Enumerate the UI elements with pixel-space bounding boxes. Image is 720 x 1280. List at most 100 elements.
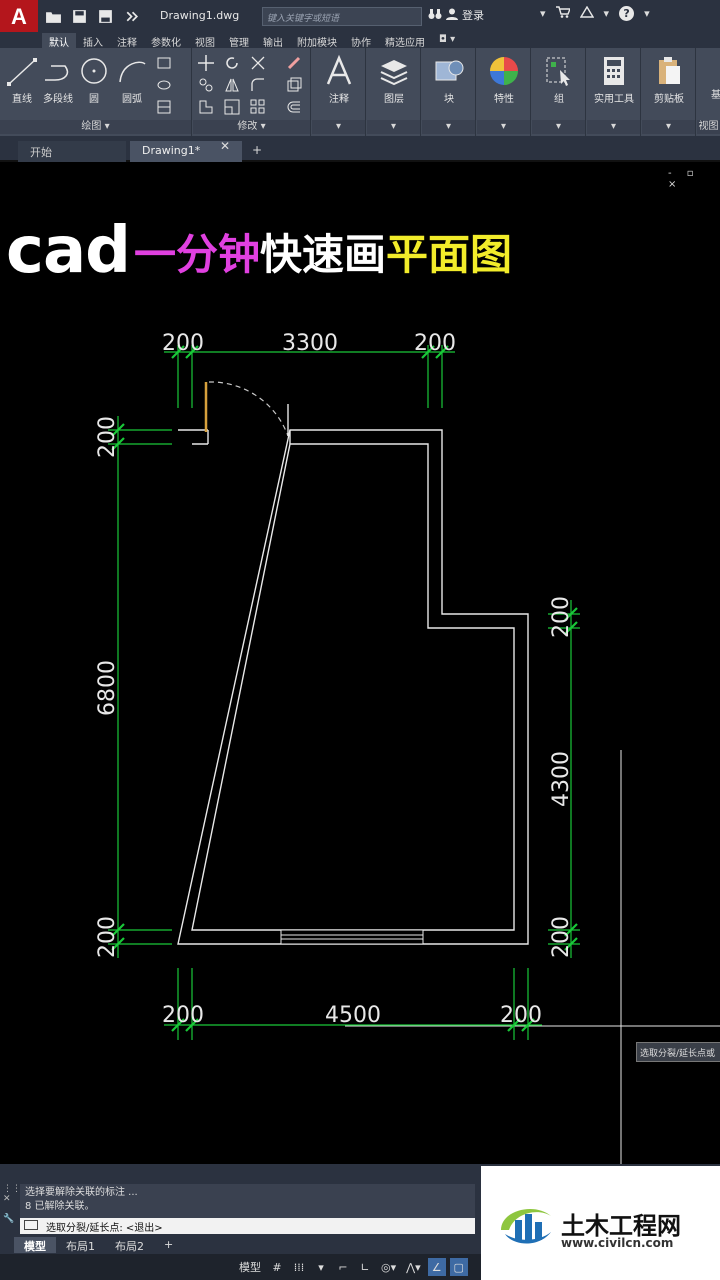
dim-top-right: 200 bbox=[414, 331, 456, 356]
utilities-button[interactable]: 实用工具 bbox=[592, 48, 636, 105]
group-button[interactable]: 组 bbox=[537, 48, 581, 105]
command-input[interactable]: 选取分裂/延长点: <退出> bbox=[20, 1218, 475, 1234]
move-icon[interactable] bbox=[197, 54, 215, 72]
grid-icon[interactable]: # bbox=[272, 1260, 282, 1274]
polyline-tool-button[interactable]: 多段线 bbox=[36, 48, 80, 105]
save-icon[interactable] bbox=[68, 5, 90, 27]
chevron-down-icon[interactable]: ▾ bbox=[312, 120, 365, 134]
viewport-controls[interactable]: - ▫ × bbox=[668, 168, 700, 190]
isometric-icon[interactable]: ⋀▾ bbox=[406, 1260, 421, 1274]
object-snap-tracking-icon[interactable]: ∠ bbox=[427, 1258, 446, 1276]
chevron-down-icon[interactable]: ▾ bbox=[642, 120, 695, 134]
chevron-down-icon[interactable]: ▾ bbox=[603, 7, 610, 20]
outer-wall bbox=[177, 429, 529, 945]
model-space-button[interactable]: 模型 bbox=[239, 1261, 261, 1274]
view-panel: 基 视图 bbox=[697, 90, 720, 134]
tab-layout2[interactable]: 布局2 bbox=[115, 1240, 144, 1253]
tab-featured-apps[interactable]: 精选应用 bbox=[385, 38, 425, 49]
layers-button[interactable]: 图层 bbox=[372, 48, 416, 105]
arc-icon bbox=[119, 61, 146, 83]
group-icon bbox=[546, 57, 570, 86]
open-file-icon[interactable] bbox=[42, 5, 64, 27]
command-history-line: 8 已解除关联。 bbox=[25, 1201, 95, 1212]
erase-icon[interactable] bbox=[285, 54, 303, 72]
command-tooltip: 选取分裂/延长点或 bbox=[636, 1042, 720, 1062]
save-as-icon[interactable] bbox=[94, 5, 116, 27]
login-label[interactable]: 登录 bbox=[462, 9, 484, 22]
explode-icon[interactable] bbox=[285, 76, 303, 94]
tab-default[interactable]: 默认 bbox=[42, 33, 76, 49]
annotation-button[interactable]: 注释 bbox=[317, 48, 361, 105]
line-tool-button[interactable]: 直线 bbox=[0, 48, 44, 105]
chevron-down-icon[interactable]: ▾ bbox=[367, 120, 420, 134]
offset-icon[interactable] bbox=[285, 98, 303, 116]
titlebar-right-tools: ▾ ▾ ? ▾ bbox=[540, 5, 650, 21]
mirror-icon[interactable] bbox=[223, 76, 241, 94]
tab-addins[interactable]: 附加模块 bbox=[297, 38, 337, 49]
headline-part-c: 平面图 bbox=[385, 229, 512, 279]
clipboard-button[interactable]: 剪贴板 bbox=[647, 48, 691, 105]
fillet-icon[interactable] bbox=[249, 76, 267, 94]
chevron-down-icon[interactable]: ▾ bbox=[532, 120, 585, 134]
tab-output[interactable]: 输出 bbox=[263, 38, 283, 49]
properties-button[interactable]: 特性 bbox=[482, 48, 526, 105]
add-layout-icon[interactable]: + bbox=[164, 1238, 174, 1251]
utilities-panel: 实用工具 ▾ bbox=[587, 48, 641, 136]
infer-constraints-icon[interactable]: ⌐ bbox=[338, 1260, 348, 1274]
chevron-down-icon[interactable]: ▾ bbox=[422, 120, 475, 134]
new-tab-icon[interactable]: + bbox=[252, 143, 263, 157]
binoculars-icon[interactable] bbox=[428, 8, 442, 23]
tab-manage[interactable]: 管理 bbox=[229, 38, 249, 49]
tab-drawing1[interactable]: Drawing1* bbox=[130, 141, 242, 162]
tab-layout1[interactable]: 布局1 bbox=[66, 1240, 95, 1253]
object-snap-icon[interactable]: ▢ bbox=[449, 1258, 468, 1276]
watermark-name: 土木工程网 bbox=[561, 1212, 681, 1240]
ortho-icon[interactable]: ∟ bbox=[360, 1260, 370, 1274]
trim-icon[interactable] bbox=[249, 54, 267, 72]
circle-tool-button[interactable]: 圆 bbox=[72, 48, 116, 105]
tab-annotate[interactable]: 注释 bbox=[117, 38, 137, 49]
block-button[interactable]: 块 bbox=[427, 48, 471, 105]
array-icon[interactable] bbox=[249, 98, 267, 116]
tab-insert[interactable]: 插入 bbox=[83, 38, 103, 49]
table-icon[interactable] bbox=[156, 98, 174, 116]
ribbon-tab-bar: 默认 插入 注释 参数化 视图 管理 输出 附加模块 协作 精选应用 ◘ ▾ bbox=[0, 32, 720, 49]
modify-panel-label[interactable]: 修改 ▾ bbox=[193, 120, 310, 134]
chevron-down-icon[interactable]: ▾ bbox=[540, 7, 546, 20]
help-icon[interactable]: ? bbox=[619, 6, 635, 21]
dim-right-top: 200 bbox=[549, 596, 574, 638]
dim-right-middle: 4300 bbox=[549, 751, 574, 807]
command-line-grip-icon[interactable]: ⋮⋮✕🔧 bbox=[3, 1184, 21, 1224]
hatch-icon[interactable] bbox=[156, 76, 174, 94]
draw-panel-label[interactable]: 绘图 ▾ bbox=[0, 120, 191, 134]
cart-icon[interactable] bbox=[555, 6, 571, 21]
drawing-canvas[interactable] bbox=[0, 164, 720, 1164]
tab-start[interactable]: 开始 bbox=[18, 141, 126, 162]
close-icon[interactable]: ✕ bbox=[220, 139, 231, 153]
snap-icon[interactable]: ⁞⁞⁞ bbox=[293, 1260, 305, 1274]
tab-parametric[interactable]: 参数化 bbox=[151, 38, 181, 49]
arc-tool-button[interactable]: 圆弧 bbox=[110, 48, 154, 105]
chevron-down-icon[interactable]: ▾ bbox=[644, 7, 650, 20]
copy-icon[interactable] bbox=[197, 76, 215, 94]
polar-tracking-icon[interactable]: ◎▾ bbox=[381, 1260, 397, 1274]
ribbon-toggle-icon[interactable]: ◘ ▾ bbox=[439, 34, 456, 45]
tab-model[interactable]: 模型 bbox=[14, 1237, 56, 1253]
login-area[interactable]: 登录 bbox=[428, 7, 484, 23]
chevron-down-icon[interactable]: ▾ bbox=[587, 120, 640, 134]
layers-panel: 图层 ▾ bbox=[367, 48, 421, 136]
title-bar: A Drawing1.dwg 键入关键字或短语 登录 ▾ ▾ ? ▾ bbox=[0, 0, 720, 32]
quick-access-more-icon[interactable] bbox=[120, 5, 142, 27]
chevron-down-icon[interactable]: ▾ bbox=[318, 1260, 324, 1274]
tab-collaborate[interactable]: 协作 bbox=[351, 38, 371, 49]
scale-icon[interactable] bbox=[223, 98, 241, 116]
tab-view[interactable]: 视图 bbox=[195, 38, 215, 49]
application-menu-button[interactable]: A bbox=[0, 0, 38, 32]
chevron-down-icon[interactable]: ▾ bbox=[477, 120, 530, 134]
stretch-icon[interactable] bbox=[197, 98, 215, 116]
search-input[interactable]: 键入关键字或短语 bbox=[262, 7, 422, 26]
rectangle-icon[interactable] bbox=[156, 54, 174, 72]
autodesk-app-icon[interactable] bbox=[579, 5, 594, 21]
rotate-icon[interactable] bbox=[223, 54, 241, 72]
inner-wall bbox=[191, 443, 515, 931]
